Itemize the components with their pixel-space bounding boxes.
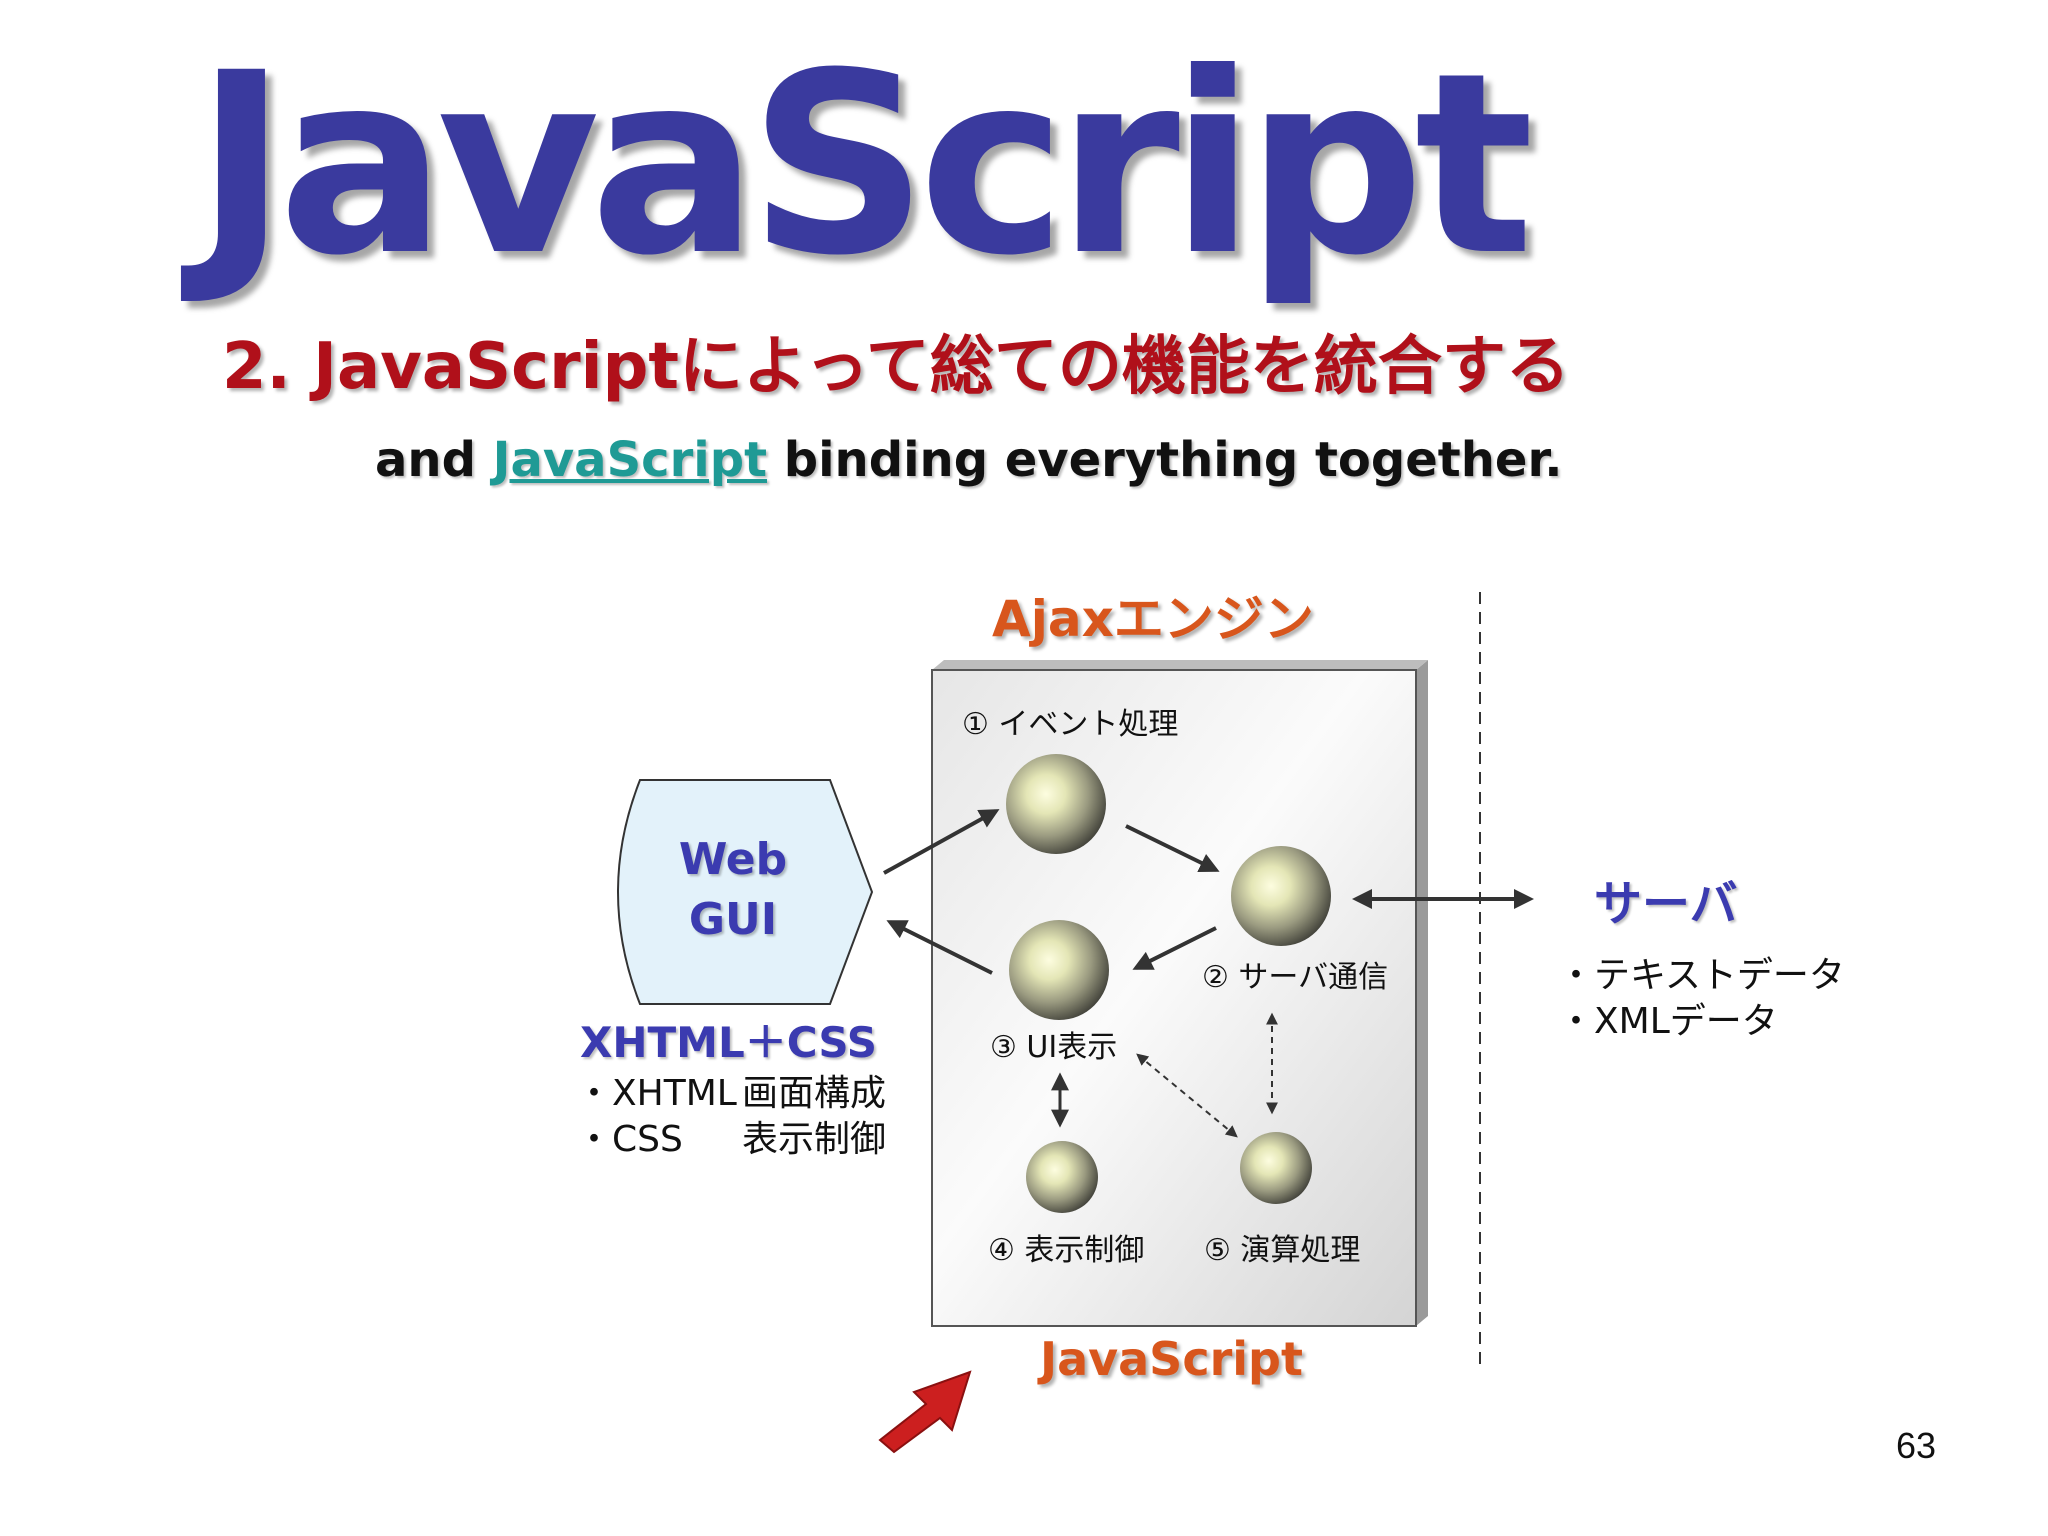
css-desc: 表示制御 — [742, 1119, 887, 1160]
node-server-comm-sphere — [1231, 846, 1331, 946]
xhtml-css-title: XHTML＋CSS — [580, 1018, 877, 1067]
engine-panel-side — [1416, 660, 1428, 1326]
engine-title: Ajaxエンジン — [992, 590, 1314, 648]
server-item-xml: ・XMLデータ — [1558, 1001, 1778, 1042]
web-gui-shape — [617, 779, 874, 1005]
engine-panel — [931, 669, 1417, 1327]
english-before: and — [375, 432, 493, 488]
page-number: 63 — [1895, 1425, 1936, 1466]
node-event-label: ① イベント処理 — [962, 707, 1179, 742]
node-server-comm-label: ② サーバ通信 — [1202, 960, 1389, 995]
web-gui-line1: Web — [678, 834, 788, 885]
arrow-server-comm-to-ui — [1132, 926, 1217, 970]
server-title: サーバ — [1594, 876, 1738, 932]
slide-title: JavaScript — [195, 19, 1534, 310]
node-display-control-sphere — [1026, 1141, 1098, 1213]
node-computation-sphere — [1240, 1132, 1312, 1204]
node-computation-label: ⑤ 演算処理 — [1204, 1233, 1361, 1268]
node-ui-display-sphere — [1009, 920, 1109, 1020]
node-display-control-label: ④ 表示制御 — [988, 1233, 1145, 1268]
xhtml-desc: 画面構成 — [742, 1073, 887, 1114]
server-item-text: ・テキストデータ — [1558, 955, 1845, 996]
arrow-event-to-server-comm — [1125, 824, 1220, 872]
english-after: binding everything together. — [767, 432, 1563, 488]
node-event-sphere — [1006, 754, 1106, 854]
javascript-link[interactable]: JavaScript — [492, 432, 768, 488]
web-gui-line2: GUI — [688, 894, 778, 945]
node-ui-display-label: ③ UI表示 — [990, 1030, 1118, 1065]
engine-panel-top — [932, 660, 1428, 670]
english-caption: and JavaScript binding everything togeth… — [375, 436, 1563, 484]
slide-subtitle: 2. JavaScriptによって総ての機能を統合する — [222, 330, 1570, 404]
arrow-gui-to-event — [883, 809, 1000, 875]
engine-footer: JavaScript — [1040, 1332, 1303, 1386]
xhtml-term: ・XHTML — [576, 1073, 737, 1114]
arrow-ui-to-gui — [886, 920, 993, 975]
red-pointer-arrow — [878, 1370, 972, 1454]
css-term: ・CSS — [576, 1119, 683, 1160]
